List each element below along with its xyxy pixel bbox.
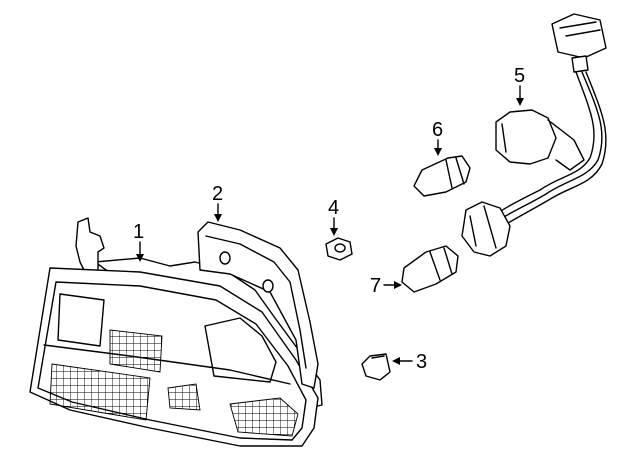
lamp-gasket[interactable] xyxy=(197,221,319,389)
callout-7: 7 xyxy=(370,275,402,297)
svg-text:2: 2 xyxy=(212,183,223,205)
nut[interactable] xyxy=(325,237,353,261)
svg-text:6: 6 xyxy=(432,119,443,141)
push-pin[interactable] xyxy=(361,353,391,381)
callout-2: 2 xyxy=(212,183,223,222)
tail-lamp-assembly[interactable] xyxy=(29,217,323,447)
callout-3: 3 xyxy=(392,351,427,373)
svg-text:7: 7 xyxy=(370,275,381,297)
callout-1: 1 xyxy=(133,221,144,262)
socket-harness[interactable] xyxy=(461,13,607,257)
callout-5: 5 xyxy=(514,65,525,106)
svg-text:1: 1 xyxy=(133,221,144,243)
callout-4: 4 xyxy=(328,197,339,236)
svg-text:3: 3 xyxy=(416,351,427,373)
callout-6: 6 xyxy=(432,119,443,156)
upper-bulb[interactable] xyxy=(413,155,471,197)
lower-bulb[interactable] xyxy=(401,245,459,293)
svg-text:5: 5 xyxy=(514,65,525,87)
svg-text:4: 4 xyxy=(328,197,339,219)
